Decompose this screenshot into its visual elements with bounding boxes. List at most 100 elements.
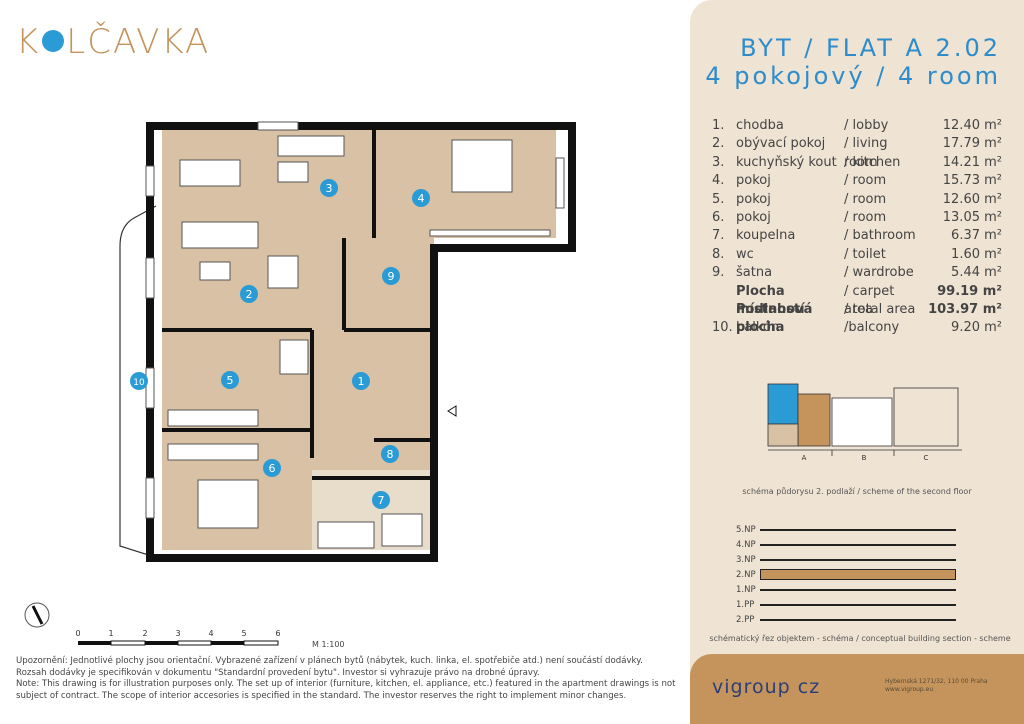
badge-3: 3 (326, 182, 333, 195)
level-label: 4.NP (736, 539, 756, 550)
level-bar (760, 558, 956, 561)
room-name-en: / toilet (844, 246, 886, 262)
section-level: 4.NP (736, 537, 956, 552)
room-name-en: / living room (844, 136, 888, 170)
room-name-cz: pokoj (736, 209, 771, 225)
room-number: 10. (712, 320, 733, 336)
room-number (712, 301, 736, 319)
room-name-en: / room (844, 209, 887, 225)
section-level: 2.PP (736, 612, 956, 627)
level-label: 1.NP (736, 584, 756, 595)
room-row: 9. šatna / wardrobe 5.44 m² (712, 264, 1002, 282)
room-name-cz: pokoj (736, 191, 771, 207)
interior-walls (162, 126, 434, 480)
room-name-en: / bathroom (844, 228, 916, 244)
outer-wall (146, 122, 576, 562)
room-name-en: / carpet area (844, 283, 895, 317)
room-name-en: / lobby (844, 118, 889, 133)
room-name-cz: obývací pokoj (736, 136, 826, 152)
room-row: 5. pokoj / room 12.60 m² (712, 191, 1002, 209)
level-label: 3.NP (736, 554, 756, 565)
level-label: 5.NP (736, 524, 756, 535)
scale-tick: 1 (108, 629, 113, 638)
note-cz-1: Upozornění: Jednotlivé plochy jsou orien… (16, 656, 643, 666)
level-bar (760, 603, 956, 606)
address-line: Hybernská 1271/32, 110 00 Praha (885, 678, 988, 685)
level-bar (760, 588, 956, 591)
disclaimer-notes: Upozornění: Jednotlivé plochy jsou orien… (16, 656, 676, 702)
room-list: 1. chodba / lobby 12.40 m² 2. obývací pokoj / … (712, 117, 1002, 338)
scheme-label-c: C (924, 454, 929, 460)
room-number: 7. (712, 228, 725, 244)
flat-title-line1: BYT / FLAT A 2.02 (740, 34, 1001, 62)
room-name-cz: chodba (736, 118, 784, 133)
room-area: 103.97 m² (928, 301, 1002, 317)
scale-tick: 2 (142, 629, 147, 638)
entrance-arrow (447, 405, 457, 417)
badge-9: 9 (388, 270, 395, 283)
room-name-cz: Plocha místností (736, 283, 805, 317)
scheme-label-b: B (862, 454, 867, 460)
level-label: 2.NP (736, 569, 756, 580)
room-name-cz: Podlahová plocha (736, 301, 813, 336)
room-area: 5.44 m² (951, 265, 1002, 281)
level-bar (760, 543, 956, 546)
room-area: 99.19 m² (937, 283, 1002, 299)
room-name-cz: pokoj (736, 173, 771, 189)
logo-dot (42, 29, 65, 52)
badge-8: 8 (387, 448, 394, 461)
section-level: 2.NP (736, 567, 956, 582)
flat-title-line2: 4 pokojový / 4 room (705, 62, 1001, 90)
scale-tick: 6 (275, 629, 280, 638)
room-name-en: / room (844, 191, 887, 207)
section-caption: schématický řez objektem - schéma / conc… (709, 634, 1011, 643)
room-number: 2. (712, 136, 725, 152)
room-area: 9.20 m² (951, 320, 1002, 336)
room-area: 12.60 m² (942, 191, 1002, 207)
level-bar (760, 528, 956, 531)
level-label: 2.PP (736, 614, 755, 625)
room-name-en: / total area (844, 301, 916, 317)
room-area: 1.60 m² (951, 246, 1002, 262)
room-name-cz: šatna (736, 265, 773, 281)
scale-bar: 0 1 2 3 4 5 6 (75, 629, 281, 646)
brand-address: Hybernská 1271/32, 110 00 Praha www.vigr… (885, 678, 1015, 694)
room-row: Plocha místností / carpet area 99.19 m² (712, 283, 1002, 317)
windows (145, 121, 565, 519)
scheme-label-a: A (802, 454, 807, 460)
room-name-en: /balcony (844, 320, 900, 336)
website: www.vigroup.eu (885, 686, 934, 693)
room-area: 12.40 m² (942, 118, 1002, 133)
section-level: 5.NP (736, 522, 956, 537)
scale-label: M 1:100 (312, 640, 345, 649)
room-name-en: / wardrobe (844, 265, 914, 281)
note-en-2: subject of contract. The scope of interi… (16, 690, 627, 701)
logo-text-end: LČAVKA (66, 22, 211, 62)
scale-tick: 4 (208, 629, 213, 638)
scale-tick: 3 (175, 629, 180, 638)
badge-1: 1 (358, 375, 365, 388)
room-area: 15.73 m² (942, 173, 1002, 189)
room-number (712, 283, 736, 301)
room-row: 2. obývací pokoj / living room 17.79 m² (712, 135, 1002, 170)
room-name-cz: kuchyňský kout (736, 154, 837, 170)
badge-6: 6 (269, 462, 276, 475)
brand-strip (690, 654, 1024, 724)
room-number: 1. (712, 118, 725, 133)
room-number: 8. (712, 246, 725, 262)
level-bar (760, 569, 956, 580)
room-row: 10.balkón/balcony 9.20 m² (712, 319, 1002, 337)
note-cz-2: Rozsah dodávky je specifikován v dokumen… (16, 667, 540, 678)
room-number: 9. (712, 265, 725, 281)
info-panel (690, 0, 1024, 724)
room-name-cz: balkón (736, 320, 780, 336)
room-area: 17.79 m² (942, 136, 1002, 152)
room-area: 14.21 m² (942, 154, 1002, 170)
badge-4: 4 (418, 192, 425, 205)
room-number: 5. (712, 191, 725, 207)
